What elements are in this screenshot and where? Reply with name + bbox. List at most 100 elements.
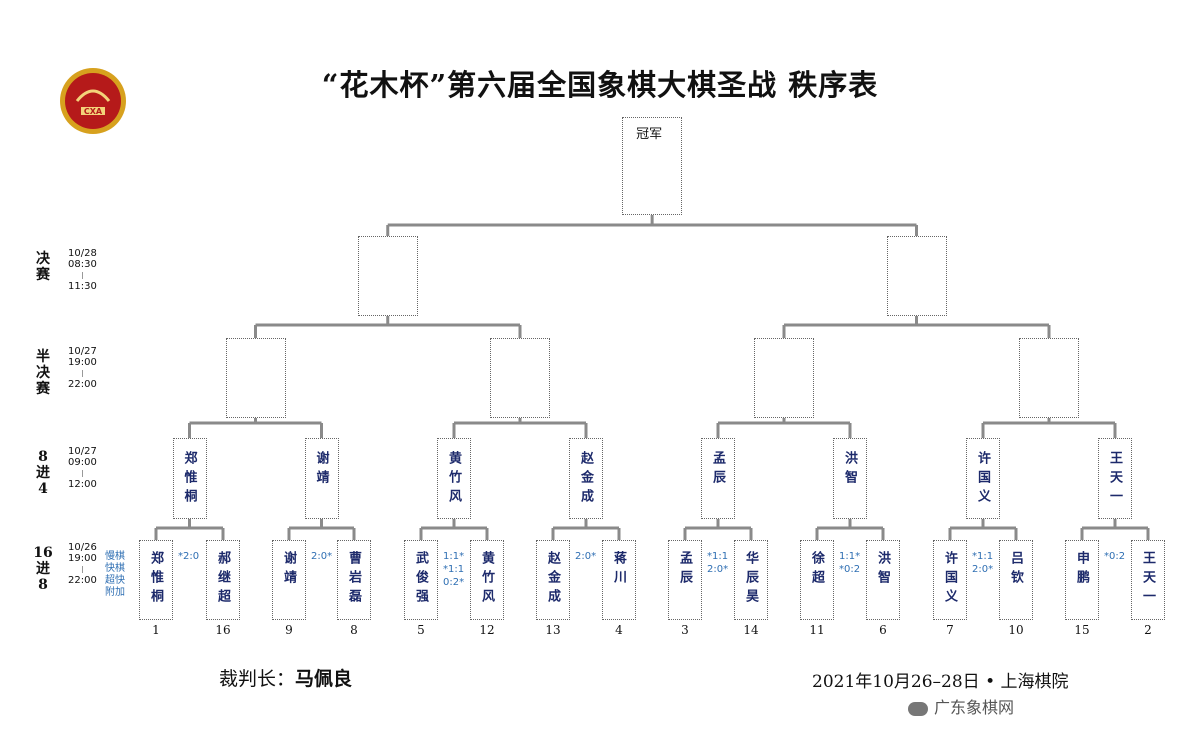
r16-player-box: 洪智 [866,540,900,620]
qf-player-name: 许国义 [975,451,990,508]
seed-number: 15 [1074,623,1090,637]
r16-player-box: 武俊强 [404,540,438,620]
r16-player-name: 武俊强 [413,551,428,608]
watermark: 广东象棋网 [908,694,1014,718]
r16-player-box: 华辰昊 [734,540,768,620]
seed-number: 7 [946,623,954,637]
seed-number: 10 [1008,623,1024,637]
qf-player-name: 王天一 [1107,451,1122,508]
r16-player-name: 黄竹风 [479,551,494,608]
r16-player-box: 吕钦 [999,540,1033,620]
referee-name: 马佩良 [295,668,353,690]
tiebreak-note: 慢棋快棋超快附加 [105,551,125,598]
r16-player-box: 孟辰 [668,540,702,620]
r16-player-box: 许国义 [933,540,967,620]
qf-player-name: 洪智 [842,451,857,489]
r16-player-name: 赵金成 [545,551,560,608]
champion-box: 冠军 [622,117,683,215]
match-score: *2:0 [178,551,200,562]
page-title: “花木杯”第六届全国象棋大棋圣战 秩序表 [321,68,879,102]
match-score: 1:1**0:2 [839,551,861,575]
seed-number: 6 [879,623,887,637]
qf-player-box: 赵金成 [569,438,603,519]
venue-date: 2021年10月26–28日 • 上海棋院 [812,672,1069,692]
final-slot-box [886,236,947,316]
r16-player-box: 申鹏 [1065,540,1099,620]
r16-player-box: 王天一 [1131,540,1165,620]
seed-number: 3 [681,623,689,637]
seed-number: 2 [1144,623,1152,637]
seed-number: 12 [479,623,495,637]
r16-player-box: 郑惟桐 [139,540,173,620]
qf-player-name: 郑惟桐 [181,451,197,508]
seed-number: 5 [417,623,425,637]
match-score: 2:0* [311,551,333,562]
qf-player-box: 洪智 [833,438,867,519]
seed-number: 9 [285,623,293,637]
logo-text: CXA [84,107,103,116]
r16-player-box: 黄竹风 [470,540,504,620]
r16-player-box: 徐超 [800,540,834,620]
qf-player-box: 王天一 [1098,438,1132,519]
r16-player-box: 曹岩磊 [337,540,371,620]
r16-player-name: 许国义 [942,551,957,608]
champion-label: 冠军 [636,127,663,142]
r16-player-name: 申鹏 [1074,551,1089,589]
qf-player-box: 郑惟桐 [172,438,207,519]
r16-player-name: 郑惟桐 [148,551,163,608]
seed-number: 16 [215,623,231,637]
r16-player-name: 徐超 [809,551,824,589]
r16-player-name: 吕钦 [1008,551,1023,589]
referee-line: 裁判长：马佩良 [219,664,352,691]
qf-player-box: 谢靖 [304,438,339,519]
r16-player-name: 华辰昊 [743,551,758,608]
sf-slot-box [225,338,286,418]
match-score: *0:2 [1104,551,1126,562]
seed-number: 14 [743,623,759,637]
sf-slot-box [1019,338,1079,418]
r16-player-box: 赵金成 [536,540,570,620]
final-slot-box [357,236,418,316]
r16-player-name: 孟辰 [677,551,692,589]
qf-player-box: 孟辰 [701,438,735,519]
r16-player-name: 郝继超 [215,551,230,608]
seed-number: 11 [809,623,825,637]
r16-player-name: 谢靖 [281,551,296,589]
round-label: 决赛 [36,251,50,283]
cxa-logo: CXA [59,67,127,135]
qf-player-box: 黄竹风 [437,438,471,519]
sf-slot-box [490,338,550,418]
referee-label: 裁判长： [219,668,296,690]
r16-player-box: 蒋川 [602,540,636,620]
r16-player-name: 王天一 [1140,551,1155,608]
r16-player-name: 蒋川 [611,551,626,589]
qf-player-name: 孟辰 [710,451,725,489]
seed-number: 1 [152,623,160,637]
watermark-text: 广东象棋网 [934,698,1015,717]
seed-number: 8 [350,623,358,637]
r16-player-box: 郝继超 [206,540,240,620]
r16-player-name: 曹岩磊 [346,551,361,608]
qf-player-box: 许国义 [966,438,1000,519]
r16-player-box: 谢靖 [272,540,306,620]
wechat-icon [908,701,928,716]
match-score: 2:0* [575,551,597,562]
qf-player-name: 谢靖 [313,451,329,489]
qf-player-name: 黄竹风 [446,451,461,508]
round-label: 半决赛 [36,349,50,397]
qf-player-name: 赵金成 [578,451,593,508]
r16-player-name: 洪智 [875,551,890,589]
sf-slot-box [754,338,814,418]
seed-number: 4 [615,623,623,637]
